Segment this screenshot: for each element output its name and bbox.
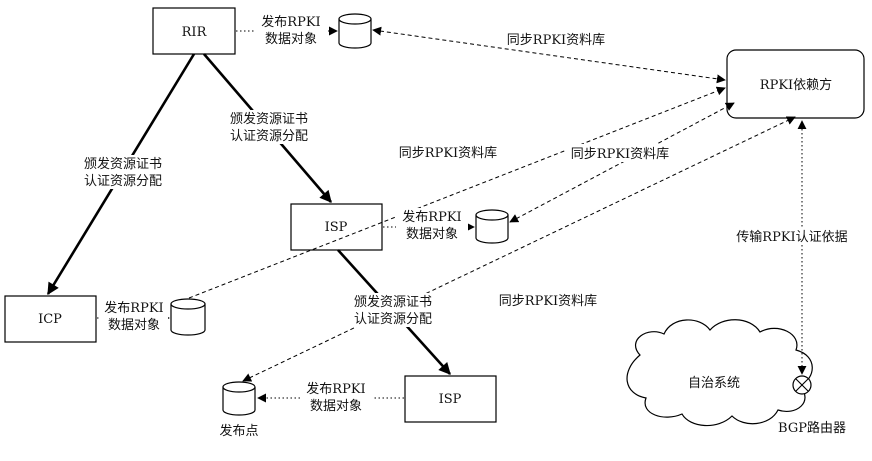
isp-node-1: ISP — [290, 203, 383, 251]
isp-node-2: ISP — [404, 375, 497, 423]
bgp-router-icon — [792, 375, 812, 395]
database-icon-isp1 — [475, 209, 509, 244]
svg-text:数据对象: 数据对象 — [310, 399, 362, 414]
svg-text:数据对象: 数据对象 — [265, 32, 317, 47]
svg-text:同步RPKI资料库: 同步RPKI资料库 — [571, 146, 669, 162]
publication-point-label: 发布点 — [219, 423, 258, 439]
icp-label: ICP — [38, 312, 62, 327]
svg-text:数据对象: 数据对象 — [108, 318, 160, 333]
svg-text:发布RPKI: 发布RPKI — [402, 209, 461, 225]
label-issue-isp1-isp2: 颁发资源证书 认证资源分配 — [348, 293, 438, 327]
svg-text:发布RPKI: 发布RPKI — [261, 14, 320, 30]
label-sync-middle: 同步RPKI资料库 — [566, 144, 674, 162]
svg-text:颁发资源证书: 颁发资源证书 — [84, 156, 162, 172]
label-issue-rir-isp1: 颁发资源证书 认证资源分配 — [224, 110, 314, 144]
arrow-sync-rir-db — [372, 26, 726, 84]
icp-node: ICP — [4, 295, 97, 343]
rir-label: RIR — [182, 25, 208, 40]
svg-text:颁发资源证书: 颁发资源证书 — [354, 294, 432, 310]
svg-text:颁发资源证书: 颁发资源证书 — [230, 111, 308, 127]
svg-text:认证资源分配: 认证资源分配 — [230, 129, 308, 144]
svg-text:同步RPKI资料库: 同步RPKI资料库 — [399, 145, 497, 161]
label-rir-publish: 发布RPKI 数据对象 — [256, 13, 326, 47]
label-issue-rir-icp: 颁发资源证书 认证资源分配 — [78, 155, 168, 189]
database-icon-publication-point — [222, 381, 256, 416]
label-transmit: 传输RPKI认证依据 — [728, 227, 856, 245]
autonomous-system-label: 自治系统 — [688, 376, 740, 391]
label-sync-bottom: 同步RPKI资料库 — [494, 291, 602, 309]
label-sync-top: 同步RPKI资料库 — [502, 30, 610, 48]
svg-text:传输RPKI认证依据: 传输RPKI认证依据 — [736, 229, 847, 245]
arrow-sync-publication-point — [242, 116, 796, 382]
svg-text:发布RPKI: 发布RPKI — [306, 381, 365, 397]
isp-label-2: ISP — [439, 392, 462, 407]
svg-text:同步RPKI资料库: 同步RPKI资料库 — [499, 293, 597, 309]
rpki-relying-party-node: RPKI依赖方 — [726, 49, 865, 119]
svg-text:同步RPKI资料库: 同步RPKI资料库 — [507, 32, 605, 48]
isp-label-1: ISP — [325, 220, 348, 235]
database-icon-icp — [170, 298, 206, 336]
label-isp2-publish: 发布RPKI 数据对象 — [300, 380, 372, 414]
svg-text:发布RPKI: 发布RPKI — [104, 300, 163, 316]
svg-text:认证资源分配: 认证资源分配 — [84, 174, 162, 189]
bgp-router-label: BGP路由器 — [778, 420, 846, 436]
database-icon-rir — [338, 13, 372, 49]
label-isp1-publish: 发布RPKI 数据对象 — [396, 208, 468, 242]
svg-text:数据对象: 数据对象 — [406, 227, 458, 242]
rpki-relying-party-label: RPKI依赖方 — [760, 77, 832, 93]
label-icp-publish: 发布RPKI 数据对象 — [100, 299, 168, 333]
svg-text:认证资源分配: 认证资源分配 — [354, 312, 432, 327]
autonomous-system-cloud: 自治系统 — [626, 319, 813, 427]
label-sync-left: 同步RPKI资料库 — [394, 143, 502, 161]
rir-node: RIR — [152, 7, 236, 55]
